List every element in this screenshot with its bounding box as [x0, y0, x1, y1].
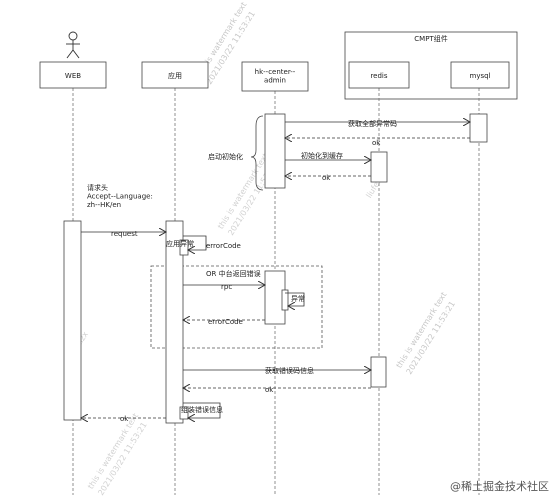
text-line: Accept--Language: — [87, 192, 153, 200]
participant-mysql-label: mysql — [470, 72, 491, 80]
actor-icon — [66, 31, 80, 59]
msg-ok2-label: ok — [322, 174, 331, 182]
footer-credit: @稀土掘金技术社区 — [450, 479, 549, 493]
msg-assemble-arrow — [183, 402, 221, 418]
msg-ok4-label: ok — [120, 415, 129, 423]
text-line: admin — [264, 76, 286, 84]
msg-fetch-all-label: 获取全部异常码 — [348, 119, 397, 128]
text-line: 请求头 — [87, 183, 108, 192]
or-fragment: OR 中台返回错误 — [150, 265, 323, 349]
participant-redis-label: redis — [370, 72, 387, 80]
msg-error-code1-arrow — [183, 235, 207, 250]
msg-exception-label: 异常 — [291, 294, 305, 303]
participant-center-admin: hk--center--admin — [241, 61, 309, 92]
text-line: hk--center-- — [255, 68, 296, 76]
message-labels: 获取全部异常码 ok 初始化到缓存 ok request 应用异常 errorC… — [111, 119, 397, 423]
msg-error-code1-label: errorCode — [206, 242, 241, 250]
text-line: zh--HK/en — [87, 201, 121, 209]
cmpt-group-label: CMPT组件 — [414, 34, 447, 43]
msg-ok3-label: ok — [265, 386, 274, 394]
msg-error-code2-label: errorCode — [208, 318, 243, 326]
startup-label: 启动初始化 — [208, 152, 243, 161]
participant-center-label: hk--center--admin — [255, 68, 296, 84]
msg-app-exception-label: 应用异常 — [166, 239, 194, 248]
msg-exception-arrow — [285, 292, 305, 306]
msg-assemble-label: 组装错误信息 — [181, 405, 223, 414]
startup-brace: 启动初始化 — [208, 115, 264, 191]
participant-redis: redis — [348, 61, 410, 89]
msg-init-cache-label: 初始化到缓存 — [301, 151, 343, 160]
msg-rpc-label: rpc — [221, 283, 232, 291]
or-fragment-label: OR 中台返回错误 — [206, 269, 261, 278]
msg-fetch-msg-label: 获取错误码信息 — [265, 366, 314, 375]
msg-request-label: request — [111, 230, 138, 238]
msg-ok1-label: ok — [372, 139, 381, 147]
participant-mysql: mysql — [450, 61, 510, 89]
participant-app-label: 应用 — [168, 71, 182, 80]
message-arrows — [81, 122, 470, 418]
participant-web-label: WEB — [65, 72, 81, 80]
activation-bars — [63, 113, 488, 424]
participant-web: WEB — [39, 61, 107, 89]
participant-app: 应用 — [141, 61, 209, 89]
